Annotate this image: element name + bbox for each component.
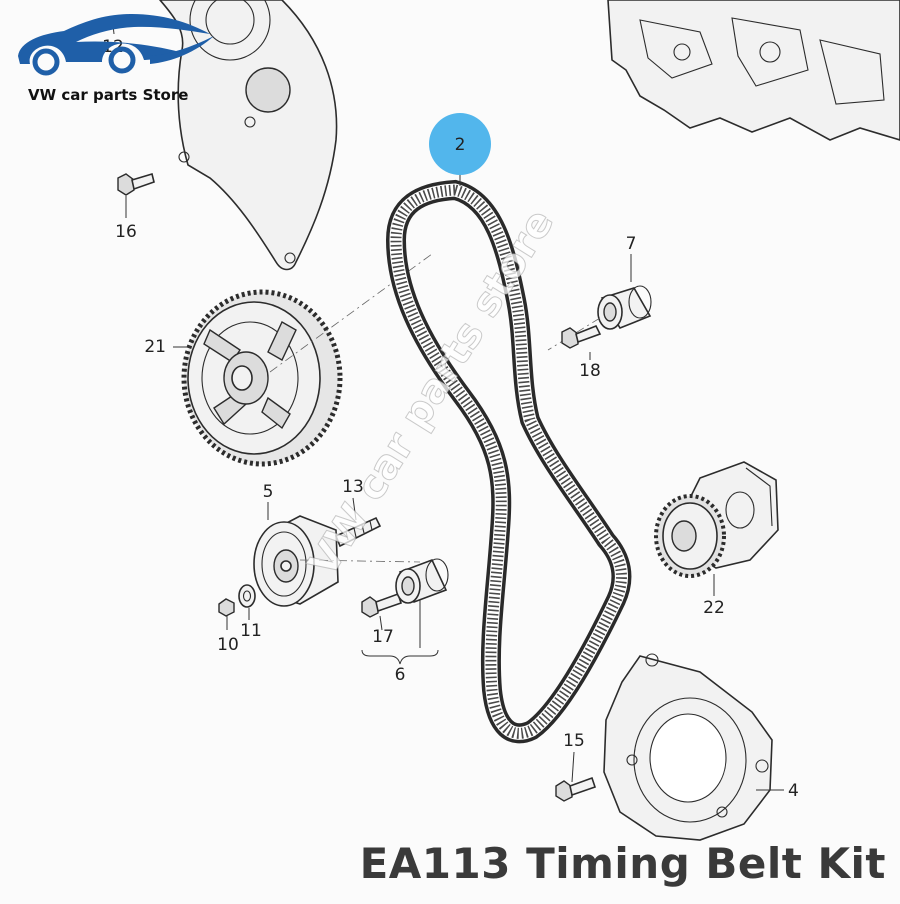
callout-15: 15 bbox=[563, 731, 585, 751]
callout-18: 18 bbox=[579, 361, 601, 381]
stud-13-part bbox=[334, 516, 382, 548]
callout-labels: 2 7 18 21 5 13 16 12 10 11 17 6 22 15 4 bbox=[102, 37, 799, 801]
water-pump-22-part bbox=[654, 461, 779, 578]
idler-roller-7-part bbox=[597, 285, 652, 330]
bolt-18-part bbox=[561, 324, 602, 349]
engine-block-part bbox=[607, 0, 900, 141]
callout-16: 16 bbox=[115, 222, 137, 242]
callout-11: 11 bbox=[240, 621, 262, 641]
callout-10: 10 bbox=[217, 635, 239, 655]
bolt-15-part bbox=[555, 776, 597, 802]
idler-roller-6-part bbox=[395, 558, 449, 604]
camshaft-sprocket-21-part bbox=[181, 289, 343, 467]
store-name: VW car parts Store bbox=[28, 86, 189, 104]
bolt-16-part bbox=[117, 172, 155, 196]
highlight-circle-callout-2 bbox=[429, 113, 491, 175]
callout-4: 4 bbox=[788, 781, 799, 801]
callout-7: 7 bbox=[626, 234, 637, 254]
callout-22: 22 bbox=[703, 598, 725, 618]
callout-6: 6 bbox=[395, 665, 406, 685]
callout-13: 13 bbox=[342, 477, 364, 497]
timing-belt-2-part bbox=[385, 179, 632, 744]
callout-21: 21 bbox=[144, 337, 166, 357]
lower-timing-cover-4-part bbox=[603, 653, 773, 841]
callout-2: 2 bbox=[455, 135, 466, 155]
nut-10-part bbox=[218, 598, 235, 617]
product-title: EA113 Timing Belt Kit bbox=[359, 839, 886, 888]
callout-17: 17 bbox=[372, 627, 394, 647]
washer-11-part bbox=[238, 584, 256, 608]
bolt-17-part bbox=[361, 592, 403, 618]
store-logo-car-icon bbox=[18, 14, 214, 76]
upper-timing-cover-part bbox=[158, 0, 338, 271]
callout-5: 5 bbox=[263, 482, 274, 502]
